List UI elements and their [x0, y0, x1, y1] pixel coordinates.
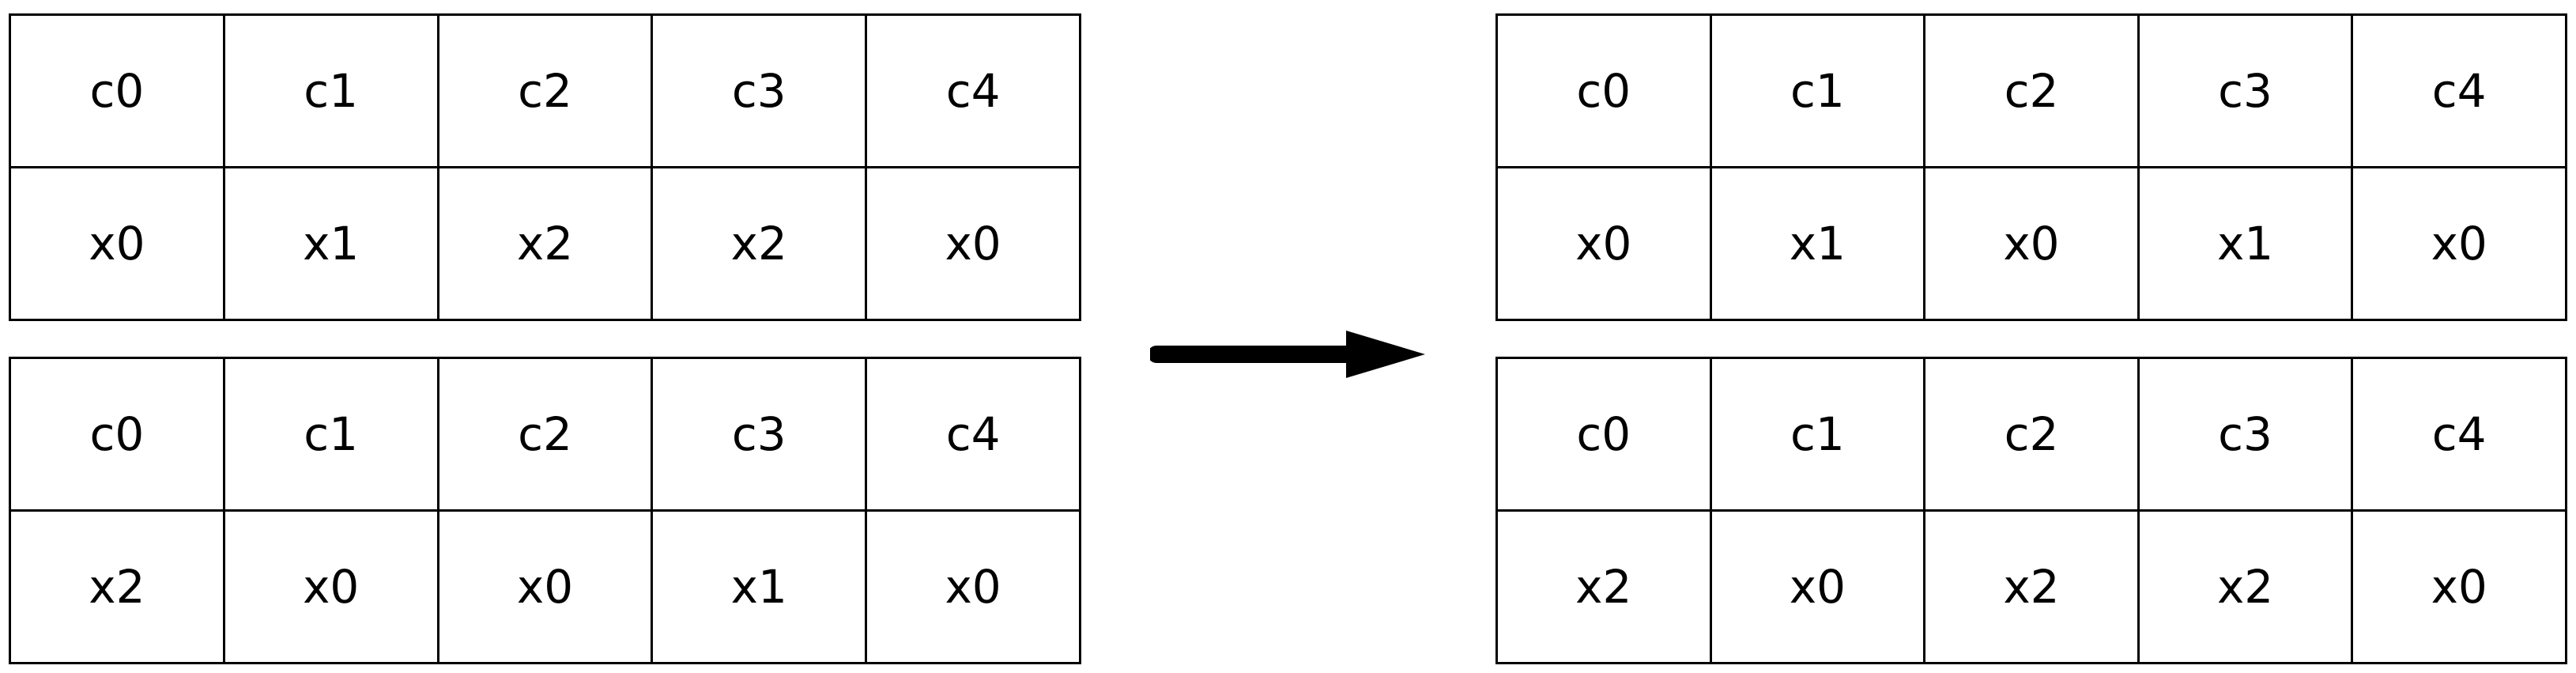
table-row: x0 x1 x2 x2 x0: [9, 166, 1081, 321]
cell-value: x0: [865, 509, 1081, 664]
cell-value: x0: [1923, 166, 2140, 321]
cell-col-name: c1: [1709, 13, 1926, 168]
right-arrow-icon: [1150, 331, 1425, 378]
cell-col-name: c4: [865, 13, 1081, 168]
table-row: x2 x0 x2 x2 x0: [1495, 509, 2567, 664]
cell-value: x0: [2351, 509, 2567, 664]
cell-col-name: c0: [9, 13, 225, 168]
cell-value: x0: [865, 166, 1081, 321]
cell-value: x1: [1709, 166, 1926, 321]
cell-col-name: c1: [222, 13, 439, 168]
cell-value: x2: [651, 166, 868, 321]
cell-value: x0: [1495, 166, 1712, 321]
cell-value: x0: [222, 509, 439, 664]
cell-value: x0: [9, 166, 225, 321]
cell-value: x2: [1495, 509, 1712, 664]
table-row: x2 x0 x0 x1 x0: [9, 509, 1081, 664]
cell-col-name: c2: [436, 13, 654, 168]
cell-col-name: c3: [651, 357, 868, 512]
cell-value: x2: [9, 509, 225, 664]
table-result-bottom: c0 c1 c2 c3 c4 x2 x0 x2 x2 x0: [1495, 357, 2567, 664]
cell-col-name: c0: [1495, 13, 1712, 168]
table-row: c0 c1 c2 c3 c4: [9, 357, 1081, 512]
cell-col-name: c1: [1709, 357, 1926, 512]
cell-value: x0: [1709, 509, 1926, 664]
cell-value: x1: [222, 166, 439, 321]
cell-col-name: c2: [1923, 13, 2140, 168]
table-source-top: c0 c1 c2 c3 c4 x0 x1 x2 x2 x0: [9, 13, 1081, 321]
table-body: c0 c1 c2 c3 c4 x0 x1 x2 x2 x0: [9, 13, 1081, 321]
cell-value: x2: [1923, 509, 2140, 664]
cell-value: x1: [651, 509, 868, 664]
table-row: c0 c1 c2 c3 c4: [1495, 357, 2567, 512]
cell-col-name: c4: [2351, 357, 2567, 512]
table-row: c0 c1 c2 c3 c4: [9, 13, 1081, 168]
cell-col-name: c3: [2137, 357, 2354, 512]
cell-col-name: c2: [436, 357, 654, 512]
table-result-top: c0 c1 c2 c3 c4 x0 x1 x0 x1 x0: [1495, 13, 2567, 321]
cell-value: x2: [2137, 509, 2354, 664]
cell-col-name: c1: [222, 357, 439, 512]
table-source-bottom: c0 c1 c2 c3 c4 x2 x0 x0 x1 x0: [9, 357, 1081, 664]
table-body: c0 c1 c2 c3 c4 x0 x1 x0 x1 x0: [1495, 13, 2567, 321]
cell-col-name: c2: [1923, 357, 2140, 512]
table-body: c0 c1 c2 c3 c4 x2 x0 x0 x1 x0: [9, 357, 1081, 664]
table-body: c0 c1 c2 c3 c4 x2 x0 x2 x2 x0: [1495, 357, 2567, 664]
cell-col-name: c4: [2351, 13, 2567, 168]
cell-col-name: c0: [1495, 357, 1712, 512]
cell-value: x1: [2137, 166, 2354, 321]
table-row: c0 c1 c2 c3 c4: [1495, 13, 2567, 168]
cell-col-name: c3: [2137, 13, 2354, 168]
transformation-arrow: [1150, 315, 1435, 394]
cell-value: x0: [2351, 166, 2567, 321]
cell-col-name: c4: [865, 357, 1081, 512]
cell-col-name: c3: [651, 13, 868, 168]
cell-col-name: c0: [9, 357, 225, 512]
cell-value: x0: [436, 509, 654, 664]
table-row: x0 x1 x0 x1 x0: [1495, 166, 2567, 321]
cell-value: x2: [436, 166, 654, 321]
